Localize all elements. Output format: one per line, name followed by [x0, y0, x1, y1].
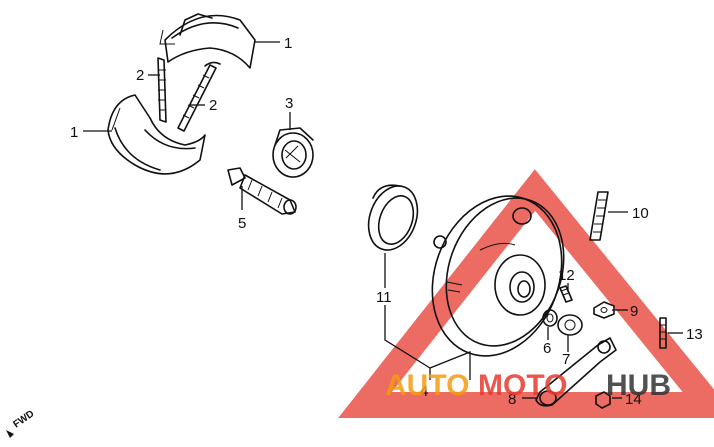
oil-seal	[367, 184, 419, 251]
label-2-left: 2	[136, 67, 144, 84]
leader-lines	[83, 41, 683, 399]
watermark-text: AUTO MOTO HUB	[385, 369, 671, 402]
brake-shoe-upper	[159, 13, 256, 69]
label-14: 14	[625, 391, 642, 408]
label-6: 6	[543, 340, 551, 357]
nut	[593, 301, 615, 319]
brake-cam	[227, 167, 297, 215]
bolt	[559, 285, 573, 303]
brake-shoe-lower	[107, 94, 206, 175]
label-5: 5	[238, 215, 246, 232]
part-labels: 1 2 2 1 3 5 11 4 12 6 7 9 10 13 8 14	[70, 35, 703, 408]
brake-arm	[535, 337, 617, 407]
label-1-lower: 1	[70, 124, 78, 141]
brake-spring-left	[157, 57, 167, 123]
watermark-hub: HUB	[606, 369, 671, 402]
label-9: 9	[630, 303, 638, 320]
watermark-auto: AUTO	[385, 369, 469, 402]
label-1-upper: 1	[284, 35, 292, 52]
washer	[542, 309, 558, 327]
label-8: 8	[508, 391, 516, 408]
label-3: 3	[285, 95, 293, 112]
watermark-triangle	[338, 169, 714, 418]
label-4: 4	[420, 383, 428, 400]
arm-nut	[595, 391, 611, 409]
brake-spring-right	[177, 61, 221, 132]
label-13: 13	[686, 326, 703, 343]
label-11: 11	[376, 289, 392, 306]
wear-indicator-plate	[557, 314, 583, 336]
fwd-label: FWD	[11, 408, 36, 430]
label-10: 10	[632, 205, 649, 222]
cam-seal	[272, 127, 314, 178]
label-12: 12	[558, 267, 575, 284]
brake-arm-bolt	[659, 317, 667, 349]
label-2-right: 2	[209, 97, 217, 114]
fwd-indicator: FWD	[6, 408, 36, 438]
watermark-moto: MOTO	[478, 369, 567, 402]
spring-pin	[589, 191, 609, 241]
brake-panel	[431, 195, 565, 357]
label-7: 7	[562, 351, 570, 368]
